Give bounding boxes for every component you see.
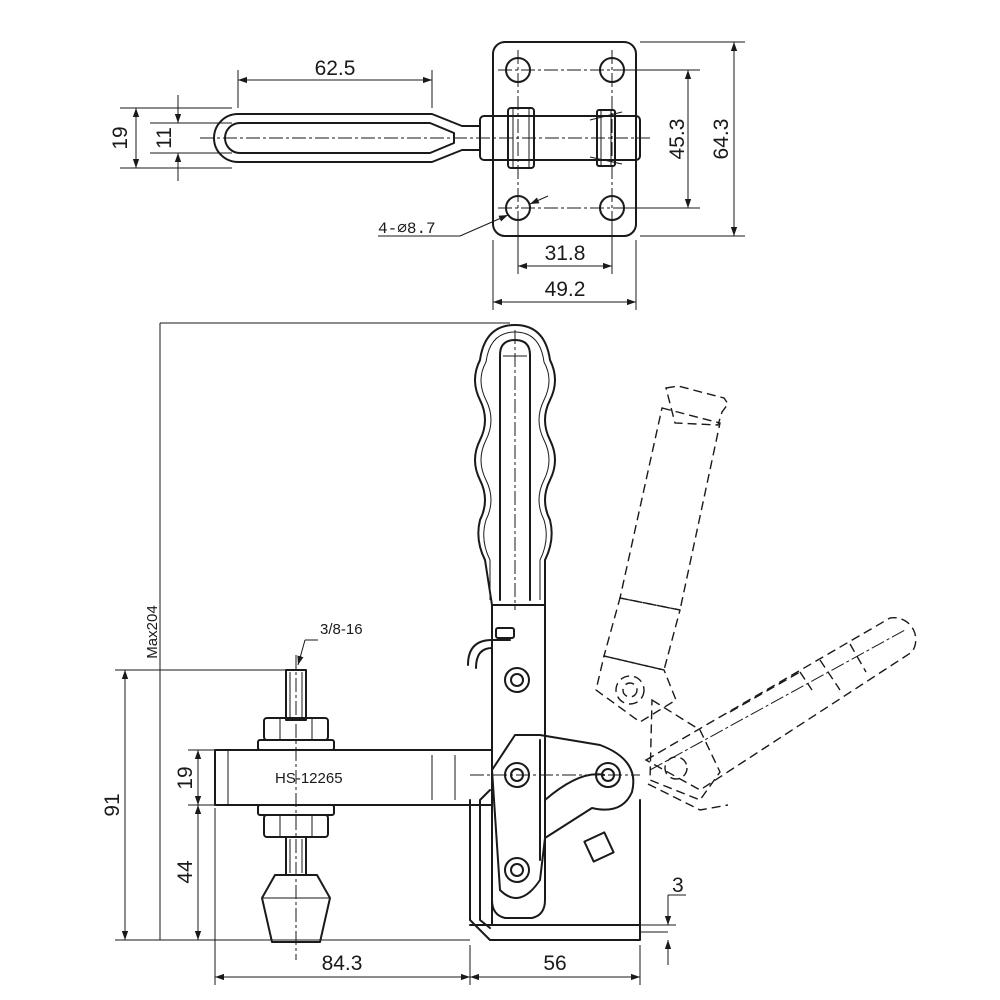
pivot-pin-icon xyxy=(504,667,530,693)
dim-spindle-height: 91 xyxy=(101,793,124,816)
dim-base-height: 64.3 xyxy=(710,119,733,160)
dim-handle-length: 62.5 xyxy=(315,57,356,80)
thread-label: 3/8-16 xyxy=(320,621,363,638)
dim-handle-width: 11 xyxy=(153,127,176,149)
pivot-pin-icon xyxy=(504,857,530,883)
dim-hole-spacing-horizontal: 31.8 xyxy=(545,242,586,265)
side-base-plate xyxy=(469,799,641,941)
dim-hole-spacing-vertical: 45.3 xyxy=(666,119,689,160)
ghost-open-handle xyxy=(595,385,917,811)
handle-grip xyxy=(474,324,556,606)
dim-reach: 84.3 xyxy=(322,952,363,975)
dim-base-length: 56 xyxy=(543,952,566,975)
holding-bar xyxy=(214,749,493,806)
arm-lever xyxy=(491,604,546,919)
model-label: HS-12265 xyxy=(275,770,343,787)
top-base-plate xyxy=(492,41,637,237)
stop-block xyxy=(583,831,615,863)
dim-base-width: 49.2 xyxy=(545,278,586,301)
dim-bar-height: 44 xyxy=(174,860,197,884)
linkage-plate xyxy=(491,734,635,899)
dim-overall-width: 19 xyxy=(109,126,132,149)
top-view: 62.5 19 11 4-⌀8.7 45.3 64.3 31.8 xyxy=(109,41,745,310)
dim-base-thickness: 3 xyxy=(672,874,684,897)
hole-note: 4-⌀8.7 xyxy=(378,220,436,238)
top-handle xyxy=(213,113,481,163)
dim-bar-thickness: 19 xyxy=(174,766,197,789)
side-view: HS-12265 Max204 3/8-16 91 xyxy=(101,322,917,985)
dim-max-height: Max204 xyxy=(144,605,161,658)
